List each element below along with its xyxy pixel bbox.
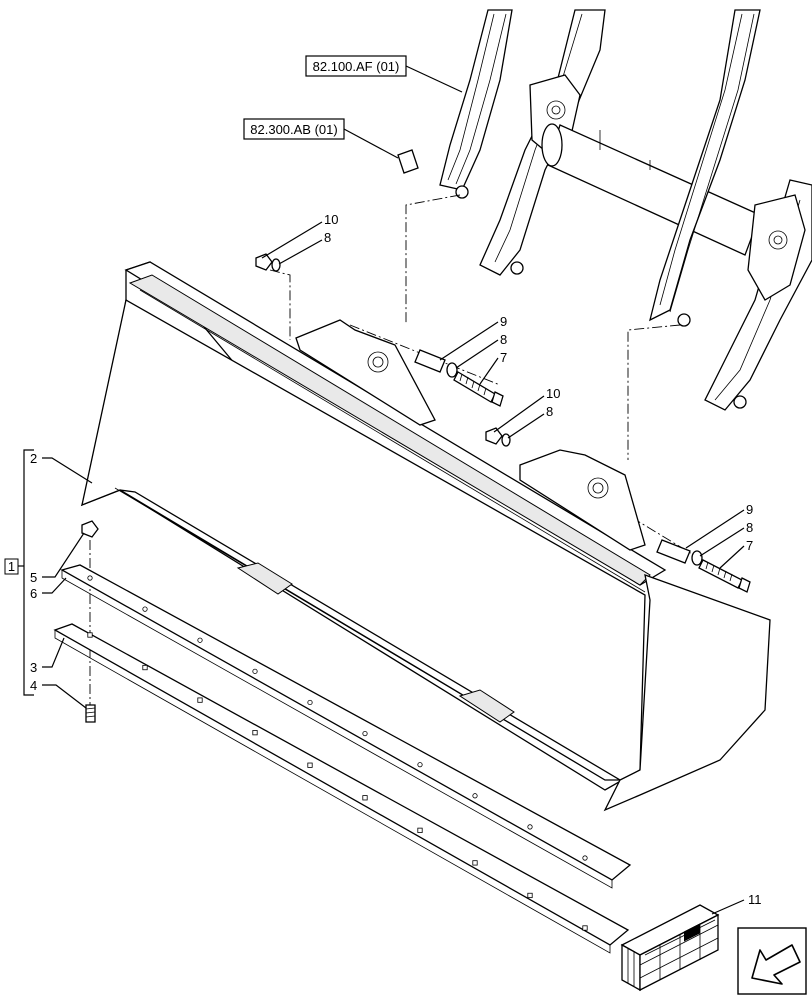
svg-text:6: 6 (30, 586, 37, 601)
bolt-hole (582, 925, 588, 931)
bolt-hole (527, 892, 533, 899)
loader-arms (397, 9, 812, 411)
callout-9-right: 9 (685, 502, 753, 549)
callout-8-mid: 8 (455, 332, 507, 369)
bolt-hole (252, 668, 258, 674)
group-bracket: 1 (4, 449, 34, 696)
svg-text:10: 10 (324, 212, 338, 227)
reference-82-100-af-label: 82.100.AF (01) (313, 59, 400, 74)
callout-8-right: 8 (699, 520, 753, 557)
svg-text:3: 3 (30, 660, 37, 675)
svg-text:10: 10 (546, 386, 560, 401)
reference-82-300-ab[interactable]: 82.300.AB (01) (243, 118, 345, 140)
bolt-hole (87, 632, 93, 638)
svg-text:7: 7 (500, 350, 507, 365)
bolt-hole (197, 697, 203, 703)
reference-82-300-ab-label: 82.300.AB (01) (250, 122, 337, 137)
svg-text:9: 9 (500, 314, 507, 329)
bolt-hole (417, 762, 423, 768)
arrow-left-down-icon[interactable] (737, 927, 807, 995)
svg-text:5: 5 (30, 570, 37, 585)
callout-11: 11 (711, 892, 762, 915)
bolt-hole (252, 730, 258, 736)
hardware-lower-right (656, 539, 751, 593)
bolt-hole (142, 606, 148, 612)
hardware-upper-left (255, 253, 281, 272)
callout-8-lower: 8 (507, 404, 553, 439)
bolt-hole (197, 637, 203, 643)
svg-text:4: 4 (30, 678, 37, 693)
callout-7-right: 7 (719, 538, 753, 569)
callout-2: 2 (30, 451, 93, 484)
bucket (80, 261, 771, 812)
callout-6: 6 (30, 577, 67, 601)
svg-text:9: 9 (746, 502, 753, 517)
callout-8-upper: 8 (278, 230, 331, 265)
cutting-edge-holes (87, 575, 588, 931)
svg-text:11: 11 (748, 892, 762, 907)
bolt-hole (472, 793, 478, 799)
bolt-hole (362, 795, 368, 801)
bolt-part-4 (85, 704, 96, 723)
nut-part-5 (81, 520, 99, 538)
bolt-hole (527, 824, 533, 830)
svg-text:8: 8 (546, 404, 553, 419)
cutting-edge-upper (60, 564, 632, 889)
bolt-hole (417, 827, 423, 833)
crate-icon (620, 904, 720, 992)
bolt-hole (362, 730, 368, 737)
svg-text:2: 2 (30, 451, 37, 466)
hardware-upper-mid (414, 349, 504, 407)
svg-text:8: 8 (324, 230, 331, 245)
callout-7-mid: 7 (479, 350, 507, 385)
bolt-hole (472, 860, 478, 866)
bolt-hole (307, 762, 313, 768)
callout-10-lower: 10 (493, 386, 560, 433)
hardware-mid-right (485, 427, 511, 447)
callout-9-mid: 9 (439, 314, 507, 361)
svg-text:8: 8 (500, 332, 507, 347)
callout-3: 3 (30, 637, 65, 675)
callout-10-upper: 10 (261, 212, 338, 259)
svg-text:7: 7 (746, 538, 753, 553)
bolt-hole (142, 664, 148, 671)
bolt-hole (87, 575, 93, 581)
bolt-hole (582, 855, 588, 861)
cutting-edge-lower (53, 623, 630, 954)
callout-4: 4 (30, 678, 87, 709)
reference-82-100-af[interactable]: 82.100.AF (01) (305, 55, 407, 77)
svg-text:8: 8 (746, 520, 753, 535)
callout-5: 5 (30, 532, 85, 585)
group-label: 1 (8, 559, 15, 574)
bolt-hole (307, 699, 313, 706)
